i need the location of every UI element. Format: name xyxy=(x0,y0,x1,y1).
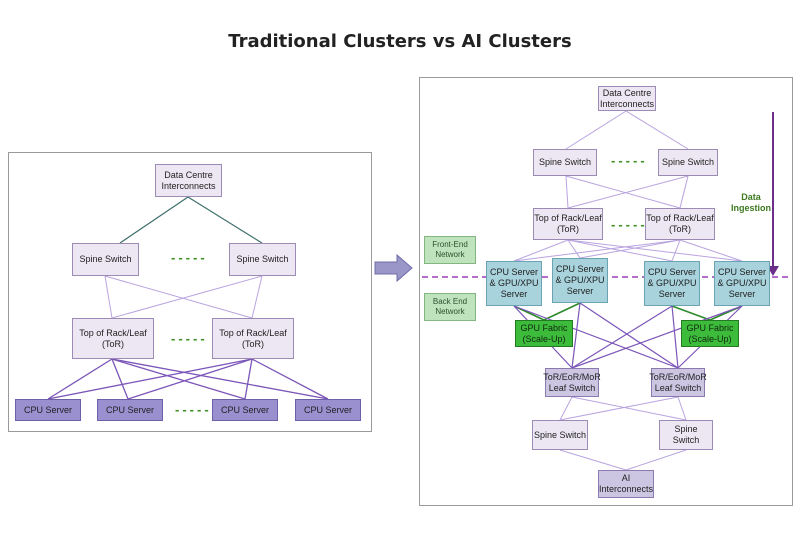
left-cpu-server-1: CPU Server xyxy=(15,399,81,421)
left-cpu-server-4: CPU Server xyxy=(295,399,361,421)
left-spine-ellipsis: ----- xyxy=(171,250,208,265)
right-spine-switch-4: Spine Switch xyxy=(659,420,713,450)
left-dci-node: Data Centre Interconnects xyxy=(155,164,222,197)
left-tor-1: Top of Rack/Leaf (ToR) xyxy=(72,318,154,359)
left-spine-switch-2: Spine Switch xyxy=(229,243,296,276)
right-spine-ellipsis: ----- xyxy=(611,153,648,168)
right-tor-1: Top of Rack/Leaf (ToR) xyxy=(533,208,603,240)
left-spine-switch-1: Spine Switch xyxy=(72,243,139,276)
ai-interconnects-node: AI Interconnects xyxy=(598,470,654,498)
front-end-network-label: Front-End Network xyxy=(424,236,476,264)
right-gpu-fabric-1: GPU Fabric (Scale-Up) xyxy=(515,320,573,347)
left-server-ellipsis: ----- xyxy=(175,402,212,417)
left-cpu-server-2: CPU Server xyxy=(97,399,163,421)
right-dci-node: Data Centre Interconnects xyxy=(598,86,656,111)
left-tor-2: Top of Rack/Leaf (ToR) xyxy=(212,318,294,359)
right-cpu-gpu-server-4: CPU Server & GPU/XPU Server xyxy=(714,261,770,306)
data-ingestion-label: Data Ingestion xyxy=(731,192,771,213)
right-leaf-switch-1: ToR/EoR/MoR Leaf Switch xyxy=(543,368,601,397)
transition-arrow xyxy=(374,253,413,283)
right-leaf-switch-2: ToR/EoR/MoR Leaf Switch xyxy=(649,368,707,397)
right-spine-switch-1: Spine Switch xyxy=(533,149,597,176)
page-title: Traditional Clusters vs AI Clusters xyxy=(228,31,572,52)
right-gpu-fabric-2: GPU Fabric (Scale-Up) xyxy=(681,320,739,347)
right-cpu-gpu-server-2: CPU Server & GPU/XPU Server xyxy=(552,258,608,303)
right-tor-ellipsis: ----- xyxy=(611,217,648,232)
left-tor-ellipsis: ----- xyxy=(171,331,208,346)
left-cpu-server-3: CPU Server xyxy=(212,399,278,421)
right-cpu-gpu-server-1: CPU Server & GPU/XPU Server xyxy=(486,261,542,306)
back-end-network-label: Back End Network xyxy=(424,293,476,321)
right-spine-switch-2: Spine Switch xyxy=(658,149,718,176)
right-cpu-gpu-server-3: CPU Server & GPU/XPU Server xyxy=(644,261,700,306)
right-tor-2: Top of Rack/Leaf (ToR) xyxy=(645,208,715,240)
right-spine-switch-3: Spine Switch xyxy=(532,420,588,450)
